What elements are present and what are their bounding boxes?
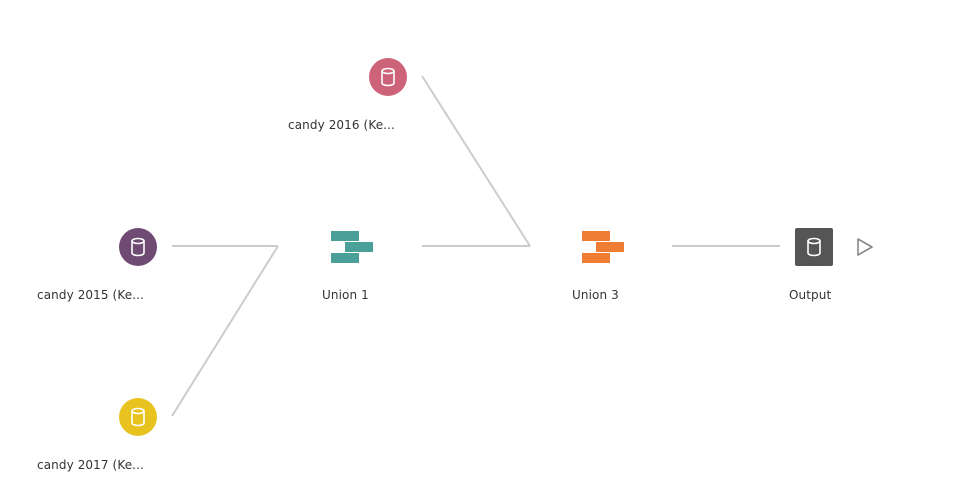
- union-icon: [582, 231, 624, 263]
- node-union-3[interactable]: Union 3: [550, 225, 650, 310]
- node-label: Union 1: [322, 288, 369, 302]
- node-candy-2016[interactable]: candy 2016 (Ke...: [280, 55, 420, 140]
- database-icon: [119, 398, 157, 436]
- node-label: candy 2017 (Ke...: [37, 458, 144, 472]
- node-label: Union 3: [572, 288, 619, 302]
- connector-2016-to-union-3: [421, 75, 531, 247]
- node-union-1[interactable]: Union 1: [300, 225, 400, 310]
- node-label: candy 2016 (Ke...: [288, 118, 395, 132]
- play-triangle-icon[interactable]: [855, 237, 875, 257]
- database-icon: [119, 228, 157, 266]
- connector-2017-to-union-1: [171, 245, 279, 417]
- node-label: Output: [789, 288, 832, 302]
- union-icon: [331, 231, 373, 263]
- node-candy-2017[interactable]: candy 2017 (Ke...: [30, 395, 170, 480]
- database-icon: [369, 58, 407, 96]
- output-database-icon: [795, 228, 833, 266]
- node-output[interactable]: Output: [775, 225, 855, 310]
- node-label: candy 2015 (Ke...: [37, 288, 144, 302]
- node-candy-2015[interactable]: candy 2015 (Ke...: [30, 225, 170, 310]
